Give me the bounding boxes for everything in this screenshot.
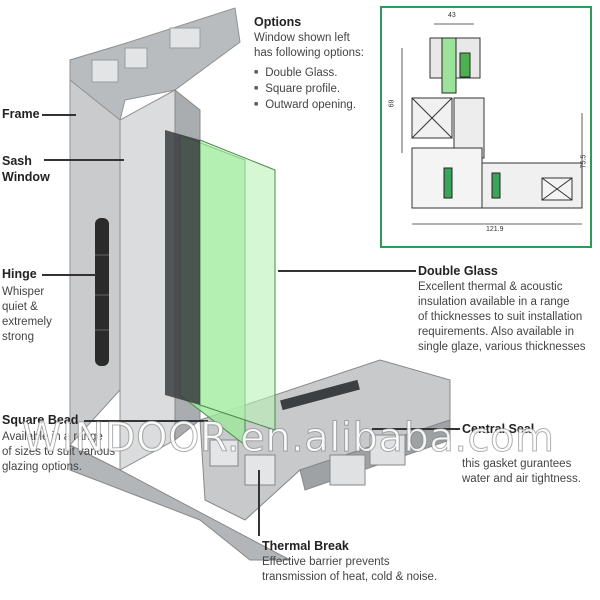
- double-glass-description-line: insulation available in a range: [418, 296, 570, 308]
- central-seal-description-line: water and air tightness.: [462, 473, 581, 485]
- profile-hatch: [411, 97, 453, 139]
- options-intro-line: Window shown left: [254, 32, 350, 44]
- square-bead-description-line: glazing options.: [2, 461, 82, 473]
- double-glass-description: Excellent thermal & acoustic insulation …: [418, 280, 585, 355]
- glass-spacer: [165, 130, 200, 405]
- hinge-part: [95, 218, 109, 366]
- square-bead-description-line: Available in a range: [2, 431, 103, 443]
- bottom-profile-chamber: [244, 454, 276, 486]
- bottom-profile-chamber: [209, 439, 239, 467]
- options-list: Double Glass. Square profile. Outward op…: [254, 66, 356, 114]
- frame-leader-line: [42, 114, 76, 116]
- dimension-left: 69: [388, 99, 396, 108]
- central-seal-label: Central Seal: [462, 422, 535, 436]
- hinge-description: Whisper quiet & extremely strong: [2, 285, 52, 345]
- double-glass-label: Double Glass: [418, 264, 498, 278]
- cross-section-drawing: [401, 23, 583, 225]
- frame-label: Frame: [2, 107, 40, 121]
- option-item: Double Glass.: [254, 66, 356, 82]
- gasket-section: [459, 52, 471, 78]
- central-seal-leader-line: [372, 428, 460, 430]
- hinge-description-line: strong: [2, 331, 34, 343]
- dimension-top: 43: [448, 12, 456, 19]
- glass-section: [441, 37, 457, 94]
- square-bead-leader-line: [84, 420, 208, 422]
- profile-hatch: [541, 177, 573, 201]
- options-intro-line: has following options:: [254, 47, 364, 59]
- thermal-break-section: [491, 172, 501, 199]
- dimension-bottom: 121.9: [486, 226, 504, 233]
- bottom-profile-chamber: [329, 454, 366, 486]
- hinge-description-line: quiet &: [2, 301, 38, 313]
- dimension-right: 75.5: [580, 154, 588, 169]
- double-glass-description-line: Excellent thermal & acoustic: [418, 281, 563, 293]
- double-glass-leader-line: [278, 270, 416, 272]
- frame-top-chamber: [124, 47, 148, 69]
- thermal-break-label: Thermal Break: [262, 539, 349, 553]
- sash-window-label-line: Window: [2, 170, 50, 184]
- double-glass-description-line: single glaze, various thicknesses: [418, 341, 586, 353]
- hinge-description-line: Whisper: [2, 286, 45, 298]
- double-glass-description-line: of thicknesses to suit installation: [418, 311, 583, 323]
- cross-section-inset: 43 69 75.5 121.9: [380, 6, 592, 248]
- thermal-break-leader-line: [258, 470, 260, 536]
- square-bead-label: Square Bead: [2, 413, 79, 427]
- option-item: Outward opening.: [254, 98, 356, 114]
- central-seal-description-line: this gasket gurantees: [462, 458, 572, 470]
- options-title: Options: [254, 15, 302, 29]
- glass-pane-outer: [199, 139, 276, 431]
- thermal-break-description-line: transmission of heat, cold & noise.: [262, 571, 438, 583]
- frame-top-chamber: [169, 27, 201, 49]
- sash-window-label-line: Sash: [2, 154, 32, 168]
- thermal-break-description: Effective barrier prevents transmission …: [262, 555, 437, 585]
- thermal-break-strip: [280, 379, 360, 411]
- sash-leader-line: [44, 159, 124, 161]
- double-glass-description-line: requirements. Also available in: [418, 326, 574, 338]
- options-intro: Window shown left has following options:: [254, 31, 364, 61]
- hinge-leader-line: [42, 274, 96, 276]
- thermal-break-description-line: Effective barrier prevents: [262, 556, 390, 568]
- option-item: Square profile.: [254, 82, 356, 98]
- square-bead-description-line: of sizes to suit various: [2, 446, 116, 458]
- sash-window-label: Sash Window: [2, 153, 50, 185]
- frame-bottom-sill: [69, 444, 291, 561]
- central-seal-description: this gasket gurantees water and air tigh…: [462, 457, 581, 487]
- bottom-profile-chamber: [369, 434, 406, 466]
- watermark-text: WINDOOR.en.alibaba.com: [21, 415, 555, 462]
- thermal-break-section: [443, 167, 453, 199]
- hinge-label: Hinge: [2, 267, 37, 281]
- frame-top-chamber: [91, 59, 119, 83]
- square-bead-description: Available in a range of sizes to suit va…: [2, 430, 115, 475]
- hinge-description-line: extremely: [2, 316, 52, 328]
